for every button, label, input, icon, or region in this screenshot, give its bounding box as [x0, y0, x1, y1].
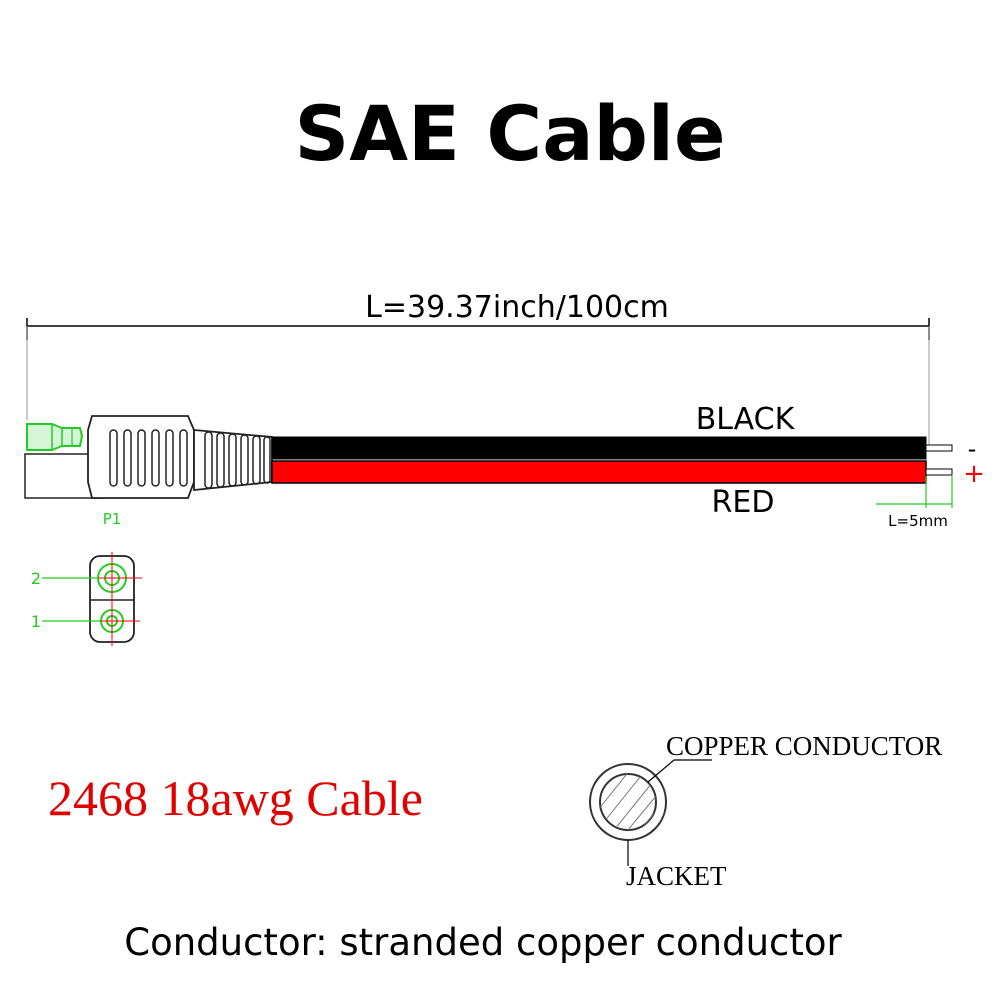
red-wire: [271, 460, 927, 484]
sae-connector: [24, 415, 273, 499]
red-wire-label: RED: [712, 485, 775, 520]
length-dimension: L=39.37inch/100cm: [26, 290, 930, 446]
diagram-title: SAE Cable: [295, 89, 726, 178]
connector-pin: [26, 423, 84, 451]
strain-relief-rings: [204, 431, 271, 489]
red-wire-stripped-end: [925, 468, 953, 476]
black-wire: [271, 436, 927, 460]
strip-length-label: L=5mm: [888, 512, 948, 530]
black-wire-label: BLACK: [696, 402, 796, 437]
pin-2-label: 2: [31, 569, 41, 588]
strip-length-dimension: L=5mm: [876, 476, 953, 530]
jacket-label: JACKET: [626, 861, 727, 891]
cable-spec: 2468 18awg Cable: [48, 770, 423, 826]
cable-wires: BLACK RED - +: [271, 402, 985, 520]
conductor-description: Conductor: stranded copper conductor: [124, 921, 842, 964]
pin-1-label: 1: [31, 612, 41, 631]
pinout-title: P1: [103, 510, 122, 528]
conductor-leader: [647, 759, 712, 783]
grip-ribs: [109, 429, 188, 487]
pinout-diagram: P1 2 1: [31, 510, 142, 646]
cable-cross-section: COPPER CONDUCTOR JACKET: [589, 731, 942, 891]
positive-polarity-label: +: [963, 459, 985, 489]
connector-grip: [87, 415, 195, 499]
length-label: L=39.37inch/100cm: [365, 290, 669, 325]
black-wire-stripped-end: [925, 444, 953, 452]
conductor-label: COPPER CONDUCTOR: [666, 731, 942, 761]
negative-polarity-label: -: [968, 435, 977, 463]
